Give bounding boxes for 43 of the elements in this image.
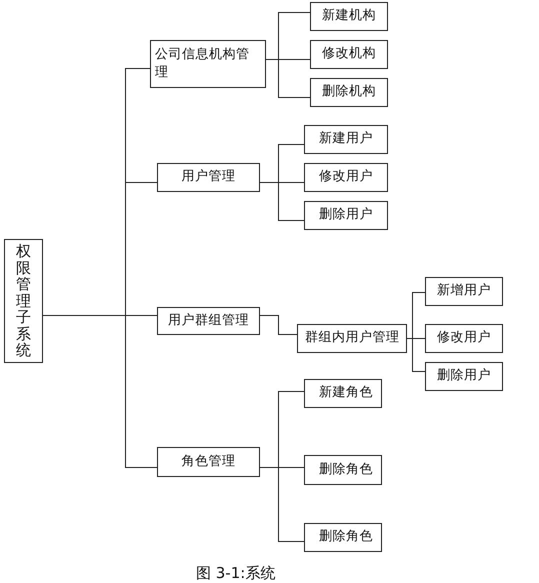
module-box bbox=[157, 307, 260, 335]
module-label: 修改用户 bbox=[319, 168, 373, 186]
module-label: 新增用户 bbox=[437, 282, 491, 300]
module-label: 角色管理 bbox=[182, 452, 236, 471]
module-box bbox=[304, 379, 382, 408]
system-label: 权限管理子系统 bbox=[16, 243, 31, 359]
module-box bbox=[310, 40, 388, 69]
module-label: 修改机构 bbox=[322, 45, 376, 64]
module-box bbox=[425, 277, 503, 306]
module-label: 删除角色 bbox=[319, 460, 373, 479]
module-box bbox=[310, 78, 388, 107]
module-label: 新建机构 bbox=[322, 7, 376, 26]
module-box bbox=[157, 447, 260, 477]
module-label: 新建角色 bbox=[319, 384, 373, 402]
connector-line bbox=[260, 182, 304, 221]
module-label: 修改用户 bbox=[437, 329, 491, 348]
module-box bbox=[304, 163, 388, 192]
caption: 图 3-1:系统 bbox=[196, 563, 276, 583]
module-label: 删除角色 bbox=[319, 528, 373, 546]
module-label: 群组内用户管理 bbox=[304, 329, 400, 348]
module-box bbox=[304, 523, 382, 552]
module-label: 用户群组管理 bbox=[168, 312, 249, 330]
module-box bbox=[304, 455, 382, 485]
connector-line bbox=[406, 338, 426, 372]
module-label: 用户管理 bbox=[182, 168, 236, 186]
module-box bbox=[425, 324, 503, 353]
module-box bbox=[150, 40, 266, 88]
connector-line bbox=[260, 315, 298, 335]
connector-line bbox=[266, 59, 310, 98]
module-label: 删除机构 bbox=[322, 83, 376, 102]
module-box bbox=[425, 362, 503, 391]
module-label: 删除用户 bbox=[437, 367, 491, 386]
module-box bbox=[310, 2, 388, 31]
module-box bbox=[297, 324, 407, 353]
module-box bbox=[304, 125, 388, 154]
connector-line bbox=[260, 467, 304, 542]
connector-line bbox=[42, 315, 158, 468]
module-box bbox=[304, 201, 388, 230]
module-label: 公司信息机构管理 bbox=[155, 46, 250, 82]
system-box bbox=[4, 239, 43, 363]
module-label: 删除用户 bbox=[319, 206, 373, 224]
module-box bbox=[157, 163, 260, 192]
module-label: 新建用户 bbox=[319, 130, 373, 148]
